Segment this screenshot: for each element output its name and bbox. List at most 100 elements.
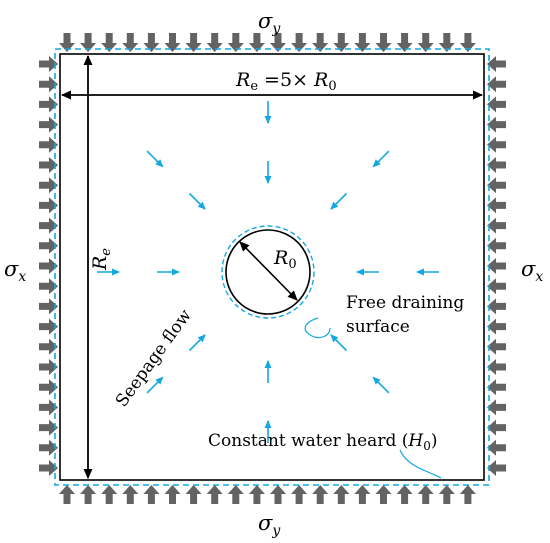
load-arrow-left: [487, 258, 506, 274]
bottom-load-arrows: [59, 485, 476, 504]
seepage-flow-label: Seepage flow: [112, 306, 196, 411]
re-equation-label: Re =5× R0: [235, 69, 337, 94]
load-arrow-right: [39, 399, 58, 416]
load-arrow-up: [206, 485, 223, 504]
load-arrow-right: [39, 419, 58, 436]
free-draining-surface: [221, 225, 315, 319]
load-arrow-down: [438, 33, 455, 52]
load-arrow-up: [396, 485, 413, 504]
re-vertical-label: Re: [89, 248, 114, 271]
seepage-arrow: [188, 334, 206, 352]
load-arrow-down: [312, 33, 329, 52]
load-arrow-up: [417, 485, 434, 504]
load-arrow-right: [39, 258, 58, 274]
load-arrow-right: [39, 96, 58, 113]
load-arrow-left: [487, 56, 506, 72]
load-arrow-down: [396, 33, 413, 52]
seepage-arrow: [330, 334, 348, 352]
load-arrow-down: [291, 33, 308, 52]
load-arrow-up: [333, 485, 350, 504]
sigma-y-top-label: σy: [258, 9, 281, 37]
load-arrow-down: [59, 33, 75, 52]
constant-head-callout: [399, 449, 442, 479]
load-arrow-down: [80, 33, 97, 52]
load-arrow-down: [248, 33, 265, 52]
load-arrow-up: [459, 485, 476, 504]
load-arrow-down: [354, 33, 371, 52]
load-arrow-down: [164, 33, 181, 52]
left-load-arrows: [39, 56, 58, 476]
load-arrow-left: [487, 96, 506, 113]
right-load-arrows: [487, 56, 506, 476]
load-arrow-right: [39, 76, 58, 93]
load-arrow-right: [39, 298, 58, 315]
load-arrow-right: [39, 136, 58, 153]
load-arrow-up: [122, 485, 139, 504]
seepage-arrow: [188, 192, 206, 210]
seepage-arrows: [97, 101, 439, 443]
load-arrow-right: [39, 197, 58, 214]
load-arrow-up: [185, 485, 202, 504]
load-arrow-left: [487, 237, 506, 254]
seepage-arrow: [330, 192, 348, 210]
load-arrow-down: [101, 33, 118, 52]
load-arrow-left: [487, 116, 506, 133]
load-arrow-right: [39, 56, 58, 72]
sigma-x-left-label: σx: [4, 257, 26, 285]
free-draining-label-line1: Free draining: [346, 293, 464, 313]
domain-boundary: [59, 53, 485, 481]
load-arrow-right: [39, 157, 58, 173]
load-arrow-up: [59, 485, 75, 504]
load-arrow-up: [164, 485, 181, 504]
load-arrow-up: [291, 485, 308, 504]
load-arrow-down: [227, 33, 244, 52]
constant-head-boundary: [54, 48, 490, 486]
r0-dimension: [239, 241, 298, 301]
load-arrow-down: [333, 33, 350, 52]
load-arrow-right: [39, 278, 58, 295]
load-arrow-up: [248, 485, 265, 504]
load-arrow-up: [227, 485, 244, 504]
load-arrow-down: [143, 33, 160, 52]
load-arrow-left: [487, 379, 506, 396]
load-arrow-up: [375, 485, 392, 504]
load-arrow-down: [417, 33, 434, 52]
load-arrow-up: [354, 485, 371, 504]
seepage-arrow: [372, 150, 390, 168]
seepage-arrow: [146, 376, 164, 394]
load-arrow-right: [39, 359, 58, 375]
r0-label: R0: [273, 247, 297, 272]
load-arrow-left: [487, 217, 506, 234]
load-arrow-up: [143, 485, 160, 504]
free-draining-label-line2: surface: [346, 317, 410, 337]
load-arrow-left: [487, 359, 506, 375]
top-load-arrows: [59, 33, 476, 52]
load-arrow-left: [487, 136, 506, 153]
load-arrow-left: [487, 318, 506, 335]
load-arrow-down: [375, 33, 392, 52]
load-arrow-right: [39, 116, 58, 133]
load-arrow-left: [487, 399, 506, 416]
sigma-x-right-label: σx: [521, 257, 543, 285]
load-arrow-down: [270, 33, 286, 52]
load-arrow-left: [487, 298, 506, 315]
load-arrow-up: [80, 485, 97, 504]
load-arrow-right: [39, 237, 58, 254]
load-arrow-up: [438, 485, 455, 504]
load-arrow-left: [487, 157, 506, 173]
seepage-arrow: [372, 376, 390, 394]
load-arrow-up: [312, 485, 329, 504]
constant-head-label: Constant water heard (H0): [208, 431, 437, 453]
load-arrow-right: [39, 217, 58, 234]
load-arrow-right: [39, 460, 58, 476]
load-arrow-left: [487, 197, 506, 214]
load-arrow-right: [39, 177, 58, 194]
sigma-y-bottom-label: σy: [258, 511, 281, 539]
load-arrow-left: [487, 460, 506, 476]
cavity-circle: [225, 229, 311, 315]
load-arrow-left: [487, 278, 506, 295]
load-arrow-left: [487, 338, 506, 355]
load-arrow-left: [487, 76, 506, 93]
load-arrow-right: [39, 338, 58, 355]
load-arrow-up: [101, 485, 118, 504]
